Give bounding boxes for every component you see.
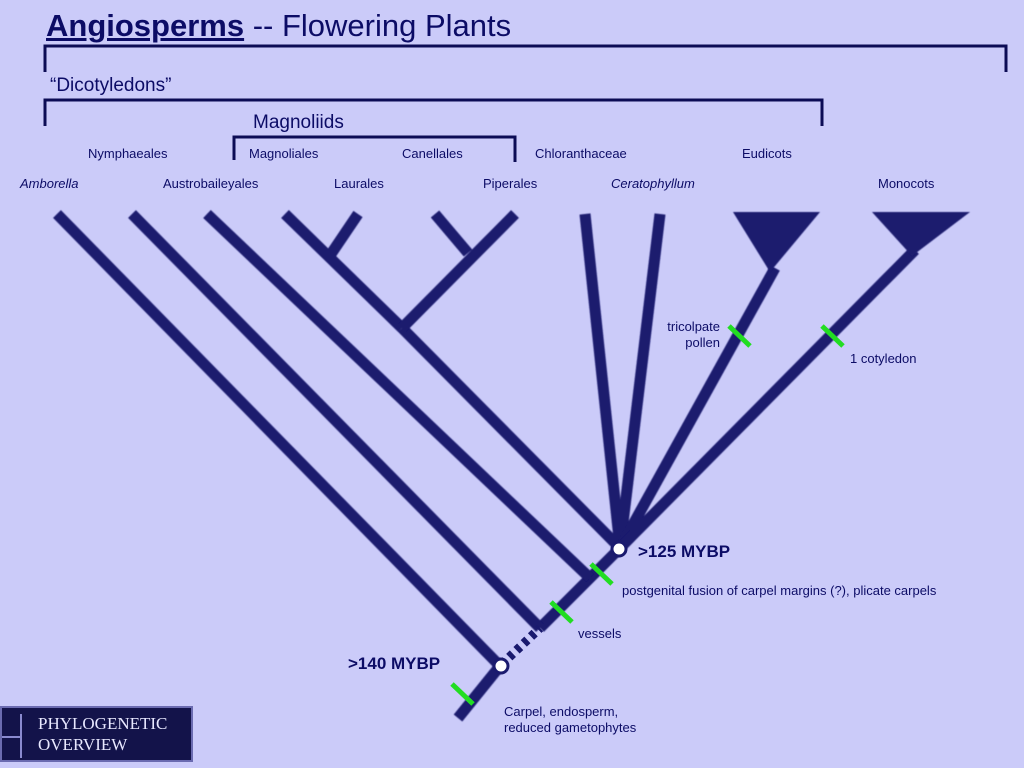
branch-nymphaeales xyxy=(203,210,594,582)
note-carpel-line2: reduced gametophytes xyxy=(504,720,637,735)
note-tricolpate-pollen: tricolpate pollen xyxy=(662,319,720,351)
magnoliids-bracket xyxy=(232,135,517,162)
branch-monocots xyxy=(616,246,919,552)
marker-postgenital xyxy=(589,562,614,586)
logo-line2: OVERVIEW xyxy=(38,735,128,754)
note-tricolpate-line1: tricolpate xyxy=(667,319,720,334)
angiosperm-bracket xyxy=(43,44,1008,72)
marker-tricolpate xyxy=(727,324,752,348)
branch-chloranthaceae xyxy=(579,213,626,549)
branch-canellales xyxy=(430,210,473,257)
branch-laurales-magnoliales xyxy=(281,210,406,332)
node-140-mybp xyxy=(492,657,510,675)
branch-piperales xyxy=(398,210,519,332)
date-140-mybp: >140 MYBP xyxy=(348,654,441,673)
taxon-canellales: Canellales xyxy=(402,146,463,161)
taxon-laurales: Laurales xyxy=(334,176,384,191)
taxon-monocots: Monocots xyxy=(878,176,935,191)
trunk-segment-vessels xyxy=(536,544,624,632)
taxon-chloranthaceae: Chloranthaceae xyxy=(535,146,627,161)
dicotyledons-bracket xyxy=(43,98,824,126)
marker-carpel xyxy=(450,682,475,706)
title-subtitle: -- Flowering Plants xyxy=(244,8,512,43)
branch-ceratophyllum xyxy=(614,213,666,549)
taxon-amborella: Amborella xyxy=(20,176,79,191)
taxon-ceratophyllum: Ceratophyllum xyxy=(611,176,695,191)
date-125-mybp: >125 MYBP xyxy=(638,542,731,561)
note-carpel-line1: Carpel, endosperm, xyxy=(504,704,619,719)
taxon-magnoliales: Magnoliales xyxy=(249,146,319,161)
branch-amborella xyxy=(53,210,504,670)
title-angiosperms: Angiosperms xyxy=(46,8,245,43)
note-vessels: vessels xyxy=(578,626,622,641)
label-dicotyledons: “Dicotyledons” xyxy=(50,75,172,96)
logo-line1: PHYLOGENETIC xyxy=(38,714,168,733)
note-carpel-endosperm: Carpel, endosperm, reduced gametophytes xyxy=(504,704,636,736)
monocots-triangle xyxy=(872,212,970,256)
marker-one-cotyledon xyxy=(820,324,845,348)
trunk-dashed-segment xyxy=(498,624,544,668)
logo-text: PHYLOGENETIC OVERVIEW xyxy=(38,713,167,755)
note-postgenital-fusion: postgenital fusion of carpel margins (?)… xyxy=(622,583,937,598)
taxon-nymphaeales: Nymphaeales xyxy=(88,146,168,161)
node-125-mybp xyxy=(610,540,628,558)
marker-vessels xyxy=(549,600,574,624)
branch-eudicots xyxy=(615,265,780,551)
taxon-eudicots: Eudicots xyxy=(742,146,792,161)
note-tricolpate-line2: pollen xyxy=(685,335,720,350)
taxon-austrobaileyales: Austrobaileyales xyxy=(163,176,259,191)
page-title: Angiosperms -- Flowering Plants xyxy=(46,8,511,44)
branch-austrobaileyales xyxy=(128,210,544,632)
logo-horizontal-bar xyxy=(2,736,22,738)
taxon-piperales: Piperales xyxy=(483,176,538,191)
main-trunk xyxy=(453,662,505,722)
branch-magnoliids xyxy=(398,324,624,552)
phylogenetic-overview-logo: PHYLOGENETIC OVERVIEW xyxy=(0,706,193,762)
eudicots-triangle xyxy=(733,212,820,272)
note-one-cotyledon: 1 cotyledon xyxy=(850,351,917,366)
branch-laurales xyxy=(324,210,363,261)
label-magnoliids: Magnoliids xyxy=(253,112,344,133)
